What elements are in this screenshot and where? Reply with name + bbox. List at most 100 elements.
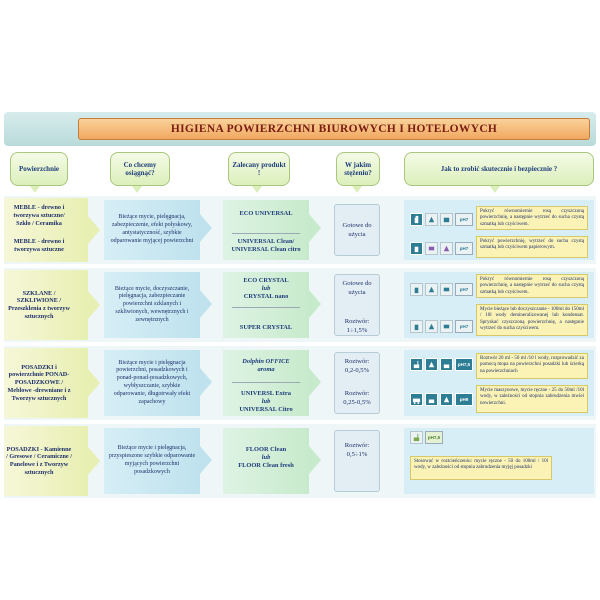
row3-product-a: Dolphin OFFICE [242, 358, 290, 365]
row4-surface-arrow [4, 426, 88, 496]
header-tail [490, 186, 500, 193]
wipe-cloth-icon [425, 283, 438, 296]
arrowhead [200, 290, 212, 318]
arrowhead [309, 446, 321, 474]
row2-conc-b: Roztwór: [344, 318, 370, 325]
row1-product-box [223, 200, 309, 260]
wipe-cloth-icon [440, 213, 453, 226]
row3-surface: POSADZKI i powierzchnie PONAD-POSADZKOWE… [7, 363, 71, 402]
arrowhead [88, 291, 100, 319]
row2-surface-arrow [4, 270, 88, 340]
row3-product-box [223, 350, 309, 416]
row2-product-a: ECO CRYSTAL [243, 277, 289, 284]
mop-bucket-icon [425, 393, 438, 406]
row3-goal-box [104, 350, 200, 416]
row4-conc-a: Roztwór: [344, 442, 370, 449]
header-product: Zalecany produkt ! [228, 152, 290, 186]
ph-badge: pH7 [455, 242, 473, 255]
row1-note-b: Pokryć powierzchnię, wytrzeć do sucha cz… [476, 236, 588, 258]
row1-surface-a: MEBLE - drewno i tworzywa sztuczne/ Szkł… [13, 204, 65, 227]
wipe-cloth-icon [425, 213, 438, 226]
header-surfaces: Powierzchnie [10, 152, 68, 186]
title-box [78, 118, 590, 140]
row2-conc-box [334, 274, 380, 336]
ph-badge: pH7,5 [425, 431, 443, 444]
row2-goal-box [104, 272, 200, 338]
sponge-icon [440, 283, 453, 296]
row4-product-b: FLOOR Clean fresh [238, 462, 294, 469]
ph-badge: pH7 [455, 213, 473, 226]
row4-goal-box [104, 428, 200, 494]
row2-surface: SZKLANE / SZKLIWIONE / Przeszklenia z tw… [8, 289, 70, 320]
row3-product-a2: aroma [257, 366, 275, 373]
wipe-cloth-icon [440, 242, 453, 255]
ph-badge: pH9 [455, 393, 473, 406]
wipe-cloth-icon [425, 358, 438, 371]
spray-bottle-icon [410, 242, 423, 255]
ph-badge: pH7 [455, 320, 473, 333]
arrowhead [88, 216, 100, 244]
row2-product-c: SUPER CRYSTAL [239, 324, 293, 331]
row3-product-or: lub [261, 398, 271, 405]
row3-note-b: Mycie maszynowe, mycie ręczne - 25 do 50… [476, 385, 588, 413]
row1-product-b: UNIVERSAL Clean/ UNIVERSAL Clean citro [231, 238, 301, 254]
header-tail [352, 186, 362, 193]
row4-product-box [223, 428, 309, 494]
arrowhead [309, 214, 321, 242]
row3-product-c: UNIVERSAL Citro [239, 406, 293, 413]
row1-surface-b: MEBLE - drewno i tworzywa sztuczne [13, 238, 65, 253]
row1-surface-arrow [4, 198, 88, 262]
row1-note-a: Pokryć równomiernie rosą czyszczoną powi… [476, 206, 588, 230]
arrowhead [88, 369, 100, 397]
header-tail [30, 186, 40, 193]
arrowhead [200, 446, 212, 474]
header-tail [252, 186, 262, 193]
mop-bucket-icon [410, 358, 423, 371]
header-tail [132, 186, 142, 193]
row4-goal: Bieżące mycie i pielęgnacja, przyspieszo… [108, 445, 196, 475]
sponge-icon [440, 320, 453, 333]
row4-surface: POSADZKI - Kamienne / Gresowe / Ceramicz… [6, 445, 72, 476]
row2-conc-c: 1÷1,5% [346, 327, 368, 334]
arrowhead [309, 368, 321, 396]
row3-conc-b: 0,2-0,5% [344, 367, 370, 374]
divider [232, 233, 300, 234]
row4-product-or: lub [261, 454, 271, 461]
row2-conc-a: Gotowe do użycia [342, 280, 372, 296]
spray-bottle-icon [410, 320, 423, 333]
row4-conc-box [334, 430, 380, 492]
arrowhead [200, 368, 212, 396]
divider [232, 307, 300, 308]
row1-conc-box [334, 204, 380, 256]
row4-note: Stosować w roztcieńczeniu: mycie ręczne … [410, 456, 552, 480]
header-goal: Co chcemy osiągnąć? [110, 152, 170, 186]
wipe-cloth-icon [440, 393, 453, 406]
mop-bucket-icon [410, 431, 423, 444]
row3-conc-c: Roztwór: [344, 390, 370, 397]
row2-goal: Bieżące mycie, doczyszczanie, pielęgnacj… [114, 285, 190, 323]
mop-bucket-icon [440, 358, 453, 371]
row3-goal: Bieżące mycie i pielęgnacja powierzchni,… [113, 359, 191, 405]
spray-bottle-icon [410, 213, 423, 226]
sponge-icon [425, 242, 438, 255]
page-title: HIGIENA POWIERZCHNI BIUROWYCH I HOTELOWY… [170, 123, 498, 135]
row1-conc: Gotowe do użycia [342, 222, 372, 238]
row3-surface-arrow [4, 348, 88, 418]
row3-conc-box [334, 352, 380, 414]
row3-note-a: Roztwór 20 ml - 50 ml /10 l wody, rozpro… [476, 353, 588, 379]
row1-goal: Bieżące mycie, pielęgnacja, zabezpieczen… [110, 214, 194, 244]
header-concentration: W jakim stężeniu? [336, 152, 380, 186]
row1-goal-box [104, 200, 200, 260]
header-how: Jak to zrobić skutecznie i bezpiecznie ? [404, 152, 594, 186]
row3-product-b: UNIVERSL Extra [241, 390, 291, 397]
ph-badge: pH7,5 [455, 358, 473, 371]
row4-product-a: FLOOR Clean [245, 446, 287, 453]
row3-conc-a: Roztwór: [344, 358, 370, 365]
row2-note-b: Mycie bieżące lub doczyszczanie - 100ml … [476, 304, 588, 336]
row4-conc-b: 0,5÷1% [346, 451, 368, 458]
row2-product-box [223, 272, 309, 338]
divider [232, 382, 300, 383]
row3-conc-d: 0,25-0,5% [343, 399, 371, 406]
ph-badge: pH7 [455, 283, 473, 296]
row2-note-a: Pokryć równomiernie rosą czyszczoną powi… [476, 274, 588, 298]
